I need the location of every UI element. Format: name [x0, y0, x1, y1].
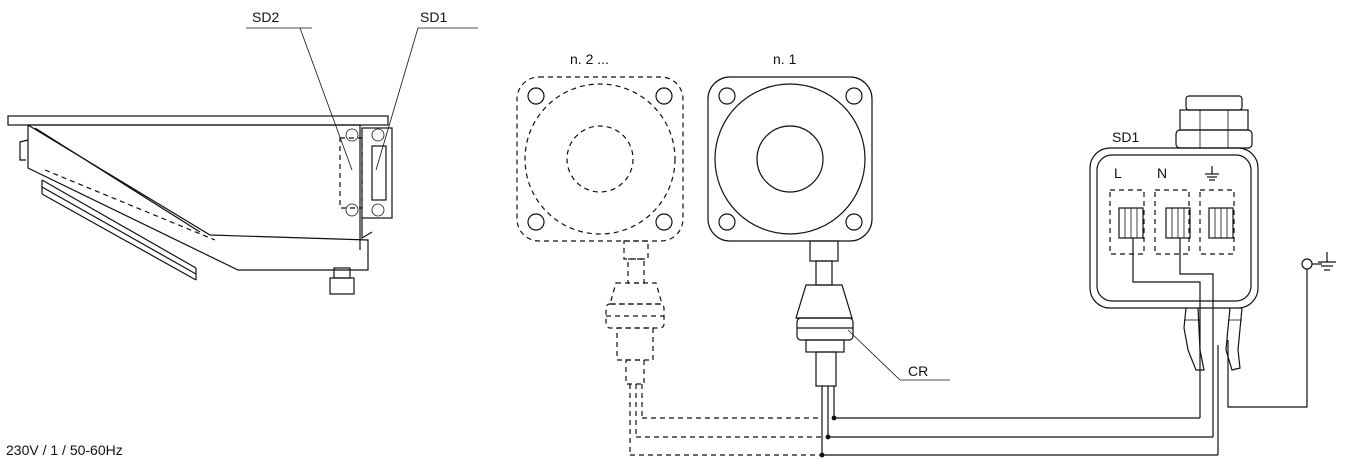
- wiring: [630, 238, 1322, 458]
- terminal-block-l: [1118, 207, 1144, 239]
- motor-n2-dashed: n. 2 ...: [516, 51, 684, 455]
- terminal-n-label: N: [1157, 165, 1167, 181]
- cr-label: CR: [908, 363, 928, 379]
- junction-box-sd1: SD1 L N: [1089, 95, 1259, 371]
- heat-exchanger-fins: [41, 179, 197, 281]
- motor-n1: n. 1 CR: [707, 51, 950, 455]
- sd2-label: SD2: [252, 9, 279, 25]
- supply-label: 230V / 1 / 50-60Hz: [6, 442, 123, 458]
- sd1-label-box: SD1: [1112, 129, 1139, 145]
- terminal-block-n: [1165, 207, 1191, 239]
- motor-1-label: n. 1: [773, 51, 797, 67]
- unit-side-view: SD2 SD1: [7, 9, 478, 295]
- terminal-block-earth: [1208, 207, 1234, 239]
- junction-box-side: [339, 127, 393, 240]
- earth-ground-icon: [1205, 166, 1219, 181]
- external-earth-icon: [1318, 252, 1336, 271]
- motor-2-label: n. 2 ...: [570, 51, 609, 67]
- sd1-label-top: SD1: [420, 9, 447, 25]
- terminal-l-label: L: [1114, 165, 1122, 181]
